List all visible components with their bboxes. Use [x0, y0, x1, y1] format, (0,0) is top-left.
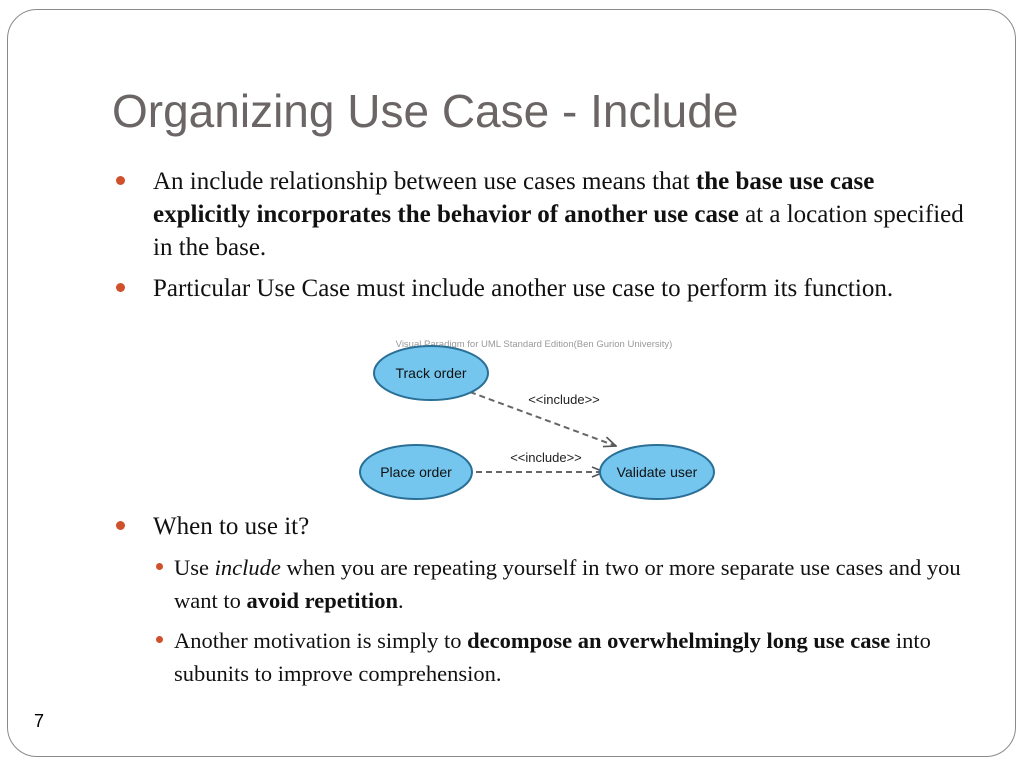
bullet-italic-text: include [214, 555, 281, 580]
sub-bullet-avoid-repetition: Use include when you are repeating yours… [174, 551, 964, 617]
bullet-bold-text: avoid repetition [246, 588, 398, 613]
include-label-2: <<include>> [510, 450, 582, 465]
bullet-text: when you are repeating yourself in two o… [174, 555, 961, 613]
bullet-text: Another motivation is simply to [174, 628, 468, 653]
bullet-text: at a location specified in the base. [153, 201, 964, 261]
use-case-label: Track order [395, 365, 466, 381]
bullet-bold-text: the base use case explicitly incorporate… [153, 168, 875, 228]
bullet-include-definition: An include relationship between use case… [153, 165, 968, 264]
bullet-text: An include relationship between use case… [153, 168, 696, 195]
use-case-track-order: Track order [373, 345, 489, 401]
use-case-place-order: Place order [359, 444, 473, 500]
sub-bullet-marker [156, 563, 163, 570]
bullet-text: into subunits to improve comprehension. [174, 628, 931, 686]
use-case-label: Place order [380, 464, 452, 480]
bullet-particular-use-case: Particular Use Case must include another… [153, 275, 894, 302]
page-number: 7 [34, 711, 45, 731]
use-case-label: Validate user [617, 464, 698, 480]
include-label-1: <<include>> [528, 392, 600, 407]
bullet-marker [116, 176, 125, 185]
bullet-marker [116, 521, 125, 530]
sub-bullet-marker [156, 636, 163, 643]
use-case-validate-user: Validate user [599, 444, 715, 500]
include-relation-track [469, 391, 616, 446]
bullet-text: Use [174, 555, 215, 580]
use-case-diagram: Visual Paradigm for UML Standard Edition… [359, 339, 715, 500]
bullet-marker [116, 283, 125, 292]
diagram-watermark: Visual Paradigm for UML Standard Edition… [396, 339, 673, 350]
slide-title: Organizing Use Case - Include [112, 85, 739, 137]
sub-bullet-decompose: Another motivation is simply to decompos… [174, 624, 964, 690]
bullet-text: . [397, 588, 404, 613]
slide-frame [7, 9, 1016, 757]
bullet-when-to-use: When to use it? [153, 513, 310, 540]
bullet-bold-text: decompose an overwhelmingly long use cas… [467, 628, 891, 653]
